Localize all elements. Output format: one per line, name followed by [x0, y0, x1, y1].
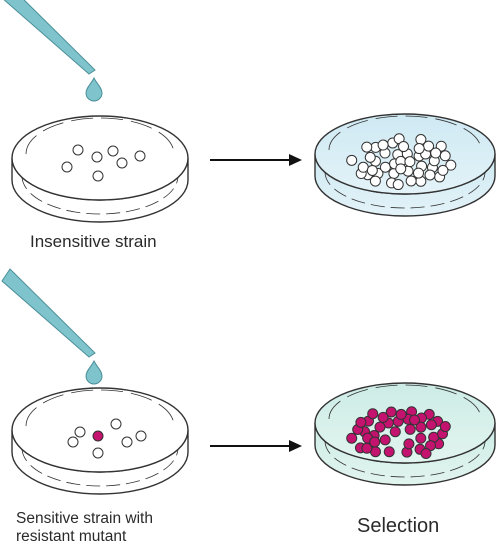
colony — [72, 144, 84, 156]
colony — [398, 141, 410, 153]
colony — [92, 170, 104, 182]
colony — [392, 179, 404, 191]
droplet-icon — [85, 359, 103, 385]
colony — [107, 145, 119, 157]
resistant-colony — [369, 436, 381, 448]
colony — [346, 154, 358, 166]
colony — [74, 426, 86, 438]
dish-top — [11, 387, 189, 473]
diagram-layer — [1, 0, 496, 495]
petri-dish-output-top — [314, 113, 496, 217]
petri-dish-input-top — [11, 115, 189, 223]
colony — [116, 157, 128, 169]
dish-inner-rim — [21, 447, 179, 487]
right-arrow-icon — [210, 440, 302, 452]
colony — [135, 430, 147, 442]
caption-insensitive-strain: Insensitive strain — [30, 232, 157, 251]
resistant-colony — [92, 430, 104, 442]
resistant-colonies — [92, 430, 104, 442]
colony — [413, 143, 425, 155]
caption-sensitive-strain: Sensitive strain with resistant mutant — [16, 510, 236, 546]
colony — [67, 436, 79, 448]
dish-inner-rim — [324, 171, 486, 209]
colony — [405, 175, 417, 187]
colony — [377, 139, 389, 151]
colony — [445, 159, 457, 171]
dish-lid-edge — [25, 389, 175, 427]
resistant-colony — [374, 421, 386, 433]
colony — [134, 150, 146, 162]
resistant-colony — [395, 408, 407, 420]
resistant-colony — [425, 419, 437, 431]
colony — [395, 163, 407, 175]
arrow-head — [289, 154, 302, 166]
resistant-colony — [389, 426, 401, 438]
caption-sensitive-line2: resistant mutant — [16, 528, 127, 545]
resistant-colony — [379, 434, 391, 446]
colony — [61, 161, 73, 173]
colonies — [67, 418, 147, 459]
caption-sensitive-line1: Sensitive strain with — [16, 510, 153, 527]
resistant-colony — [346, 432, 358, 444]
resistant-colony — [355, 416, 367, 428]
pipette-body — [1, 268, 96, 358]
resistant-colony — [415, 432, 427, 444]
colonies — [61, 144, 146, 182]
pipette-icon — [1, 268, 103, 385]
right-arrow-icon — [210, 154, 302, 166]
colony — [121, 436, 133, 448]
resistant-colony — [439, 421, 451, 433]
resistant-colony — [420, 448, 432, 460]
resistant-colony — [385, 406, 397, 418]
arrow-head — [289, 440, 302, 452]
colony — [92, 447, 104, 459]
resistant-colony — [361, 442, 373, 454]
colony — [357, 161, 369, 173]
colony — [439, 150, 451, 162]
colony — [412, 167, 424, 179]
petri-dish-output-bottom — [314, 382, 496, 486]
colony — [424, 169, 436, 181]
colony — [361, 141, 373, 153]
resistant-colonies — [346, 406, 451, 460]
colony — [91, 151, 103, 163]
resistant-colony — [409, 414, 421, 426]
colony — [379, 161, 391, 173]
dish-inner-rim — [21, 175, 179, 215]
pipette-body — [3, 0, 96, 75]
dish-inner-rim — [324, 440, 486, 478]
petri-dish-input-bottom — [11, 387, 189, 495]
resistant-colony — [415, 421, 427, 433]
resistant-colony — [383, 446, 395, 458]
caption-selection: Selection — [357, 515, 440, 537]
colony — [404, 156, 416, 168]
dish-lid-edge — [25, 117, 175, 155]
dish-lid-edge — [328, 115, 482, 151]
colony — [364, 151, 376, 163]
resistant-colony — [403, 438, 415, 450]
pipette-icon — [3, 0, 103, 102]
colony — [110, 418, 122, 430]
resistant-colony — [404, 423, 416, 435]
colony — [369, 175, 381, 187]
dish-lid-edge — [328, 384, 482, 420]
resistant-colony — [367, 408, 379, 420]
colony — [437, 164, 449, 176]
colony — [430, 147, 442, 159]
droplet-icon — [85, 76, 103, 102]
colony — [366, 164, 378, 176]
colonies — [346, 133, 457, 191]
resistant-colony — [377, 411, 389, 423]
